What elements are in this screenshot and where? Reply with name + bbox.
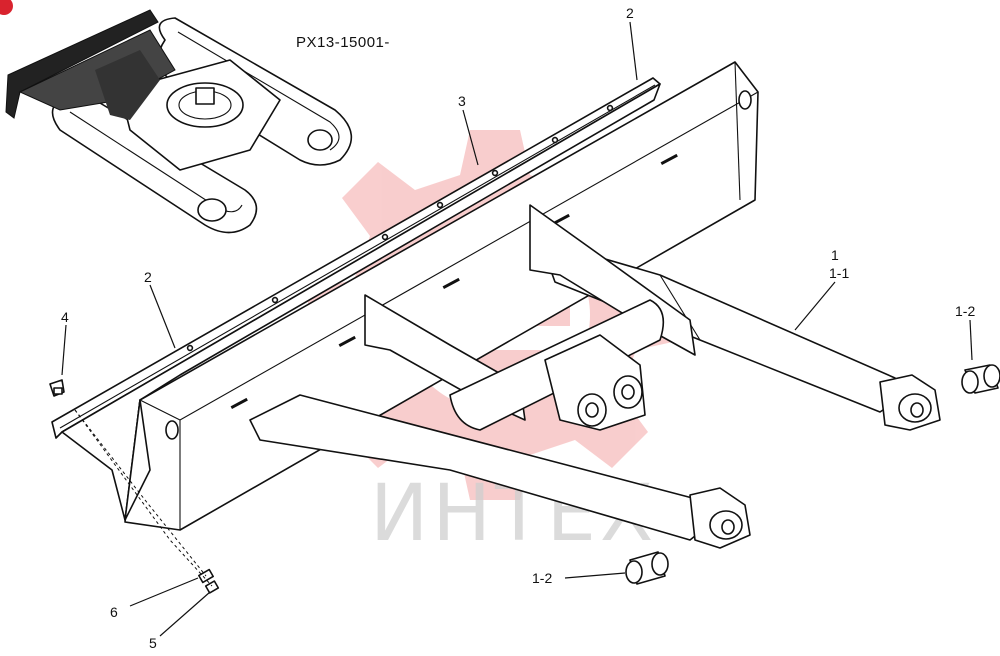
- corner-badge: [0, 0, 13, 15]
- label-1-1: 1-1: [829, 265, 849, 281]
- part-code: PX13-15001-: [296, 34, 390, 51]
- undercarriage-thumbnail: [5, 9, 353, 234]
- washer-5: [204, 580, 220, 594]
- bushing-right: [961, 364, 1000, 394]
- leader-lines: [61, 21, 973, 637]
- label-1-2-bottom: 1-2: [532, 570, 552, 586]
- label-2-left: 2: [144, 269, 152, 285]
- label-1: 1: [831, 247, 839, 263]
- blade-plate: [61, 83, 661, 521]
- bolt-holes: [186, 104, 614, 352]
- label-1-2-right: 1-2: [955, 303, 975, 319]
- bolt-4: [49, 379, 65, 397]
- label-6: 6: [110, 604, 118, 620]
- label-2-top: 2: [626, 5, 634, 21]
- label-3: 3: [458, 93, 466, 109]
- label-4: 4: [61, 309, 69, 325]
- cylinder-clevis: [544, 334, 646, 431]
- bushing-bottom: [625, 551, 669, 585]
- blade-slots: [230, 153, 678, 409]
- label-5: 5: [149, 635, 157, 651]
